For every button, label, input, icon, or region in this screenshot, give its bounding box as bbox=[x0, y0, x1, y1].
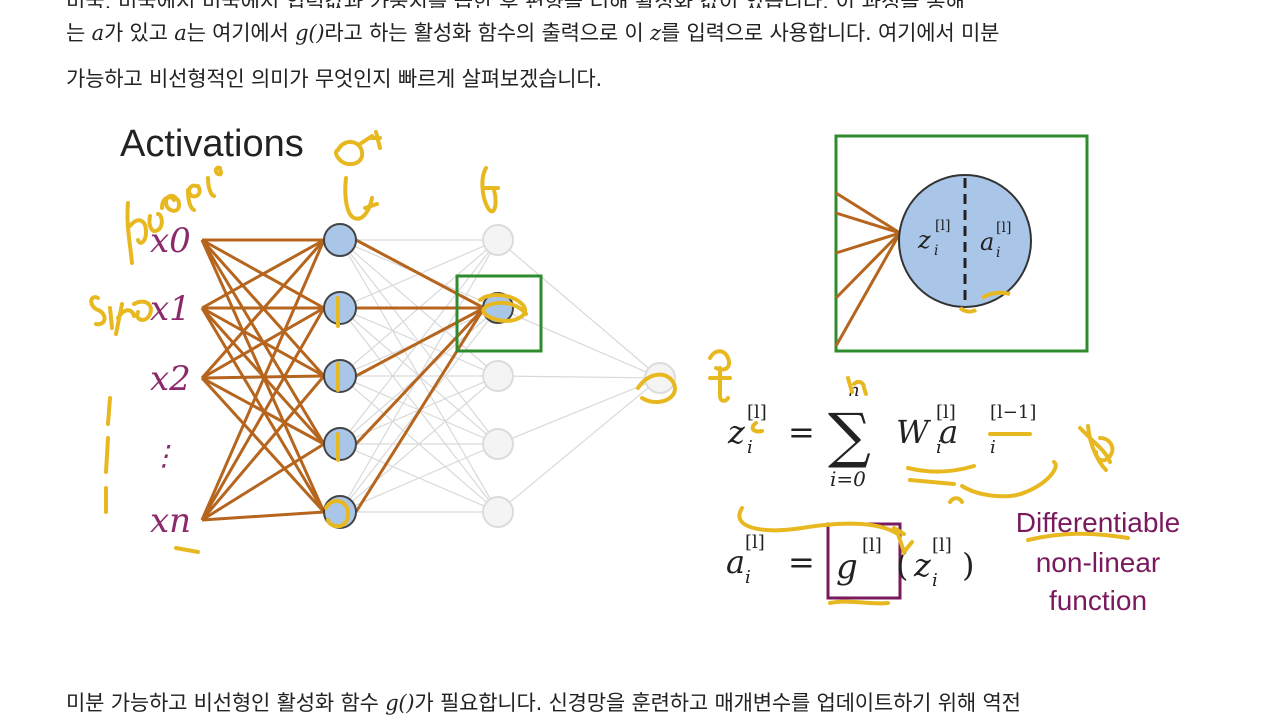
text-run: 는 bbox=[66, 21, 92, 45]
input-edge bbox=[201, 510, 325, 522]
svg-text:i: i bbox=[932, 570, 938, 591]
sigma-symbol: ∑ bbox=[828, 401, 871, 471]
svg-text:[l]: [l] bbox=[932, 535, 952, 556]
svg-text:i: i bbox=[996, 245, 1000, 261]
sum-top: n bbox=[848, 380, 860, 401]
svg-text:[l]: [l] bbox=[862, 535, 882, 556]
faded-edge bbox=[497, 377, 661, 513]
hidden-neuron bbox=[323, 223, 357, 257]
input-edge bbox=[201, 442, 325, 522]
text-run: 가 필요합니다. 신경망을 훈련하고 매개변수를 업데이트하기 위해 역전 bbox=[414, 691, 1021, 715]
text-run: 가 있고 bbox=[103, 21, 175, 45]
zoom-panel: z [l] i a [l] i bbox=[834, 134, 1089, 353]
input-label: x1 bbox=[150, 289, 191, 329]
formula-a-lhs: a bbox=[726, 543, 745, 581]
svg-text:i: i bbox=[745, 567, 751, 588]
faded-edge bbox=[497, 377, 661, 445]
sum-bottom: i=0 bbox=[830, 467, 866, 491]
input-edge bbox=[200, 239, 326, 521]
svg-text:[l]: [l] bbox=[996, 220, 1011, 236]
annotation-line-3: function bbox=[1049, 585, 1147, 616]
input-label: x2 bbox=[150, 359, 191, 399]
zoom-z-label: z bbox=[917, 226, 931, 254]
input-edge bbox=[200, 376, 326, 514]
input-label: xn bbox=[150, 501, 191, 541]
formula-z-rhs: W a bbox=[896, 413, 958, 451]
hidden-edge bbox=[355, 306, 485, 378]
svg-text:): ) bbox=[962, 546, 974, 584]
faded-edge bbox=[497, 239, 661, 379]
hidden-edge bbox=[354, 307, 486, 513]
formula-a: a [l] i = g [l] ( z [l] i ) bbox=[726, 522, 974, 600]
svg-text:[l]: [l] bbox=[745, 532, 765, 553]
svg-text:[l]: [l] bbox=[747, 402, 767, 423]
math-inline: g() bbox=[385, 691, 415, 715]
formula-z-lhs: z bbox=[727, 413, 746, 451]
annotation-line-2: non-linear bbox=[1036, 547, 1161, 578]
svg-text:i: i bbox=[990, 437, 996, 458]
math-inline: a bbox=[91, 21, 105, 45]
highlight-box-small bbox=[455, 274, 543, 353]
text-run: 미분 가능하고 비선형인 활성화 함수 bbox=[66, 691, 386, 715]
input-labels: x0 x1 x2 ⋮ xn bbox=[150, 221, 191, 541]
input-edge bbox=[200, 239, 326, 379]
faded-edge bbox=[497, 307, 661, 379]
math-inline: z bbox=[650, 21, 661, 45]
faded-neuron bbox=[482, 360, 514, 392]
input-label: x0 bbox=[150, 221, 191, 261]
math-inline: a bbox=[174, 21, 187, 45]
input-edges bbox=[200, 238, 486, 522]
annotation-text: Differentiable non-linear function bbox=[1016, 507, 1180, 616]
faded-neuron bbox=[482, 496, 514, 528]
activation-figure: Activations x0 x1 x2 ⋮ xn z [l] i a [l] i z … bbox=[70, 108, 1256, 640]
faded-neuron bbox=[482, 428, 514, 460]
zoom-neuron bbox=[898, 174, 1032, 308]
faded-edge bbox=[339, 375, 499, 513]
faded-edge bbox=[339, 443, 499, 513]
faded-edge bbox=[497, 375, 661, 379]
math-inline: g() bbox=[295, 21, 325, 45]
paragraph-line-1: 는 a가 있고 a는 여기에서 g()라고 하는 활성화 함수의 출력으로 이 … bbox=[66, 18, 999, 48]
text-run: 는 여기에서 bbox=[186, 21, 296, 45]
formula-z: z [l] i = ∑ n i=0 W a [l] i [l−1] i bbox=[727, 380, 1036, 491]
svg-text:i: i bbox=[934, 243, 938, 259]
text-run: 라고 하는 활성화 함수의 출력으로 이 bbox=[324, 21, 651, 45]
input-label: ⋮ bbox=[150, 439, 178, 472]
svg-text:i: i bbox=[747, 437, 753, 458]
hidden-edge bbox=[354, 306, 486, 446]
formula-a-func: g bbox=[836, 547, 858, 587]
hidden-edge bbox=[355, 238, 485, 310]
svg-text:=: = bbox=[788, 543, 815, 581]
svg-text:[l]: [l] bbox=[936, 402, 956, 423]
cut-off-text-line: 미국. 미국에서 미국에서 입력값과 가중치를 곱한 후 편향을 더해 활성화 … bbox=[66, 0, 1256, 8]
zoom-a-label: a bbox=[980, 228, 994, 256]
svg-text:(: ( bbox=[896, 546, 908, 584]
figure-svg: Activations x0 x1 x2 ⋮ xn z [l] i a [l] i z … bbox=[89, 123, 1180, 616]
svg-text:i: i bbox=[936, 437, 942, 458]
input-edge bbox=[201, 306, 325, 380]
input-edge bbox=[200, 307, 326, 521]
svg-text:z: z bbox=[913, 546, 932, 584]
input-edge bbox=[200, 375, 326, 521]
input-edge bbox=[201, 238, 325, 310]
svg-text:=: = bbox=[788, 413, 815, 451]
figure-title: Activations bbox=[120, 123, 304, 165]
faded-neuron bbox=[482, 224, 514, 256]
paragraph-line-2: 가능하고 비선형적인 의미가 무엇인지 빠르게 살펴보겠습니다. bbox=[66, 67, 602, 91]
svg-text:[l−1]: [l−1] bbox=[990, 402, 1036, 423]
paragraph-bottom: 미분 가능하고 비선형인 활성화 함수 g()가 필요합니다. 신경망을 훈련하… bbox=[66, 688, 1021, 718]
text-run: 를 입력으로 사용합니다. 여기에서 미분 bbox=[660, 21, 1000, 45]
handwritten-annotations bbox=[89, 130, 1130, 606]
svg-text:[l]: [l] bbox=[935, 218, 950, 234]
